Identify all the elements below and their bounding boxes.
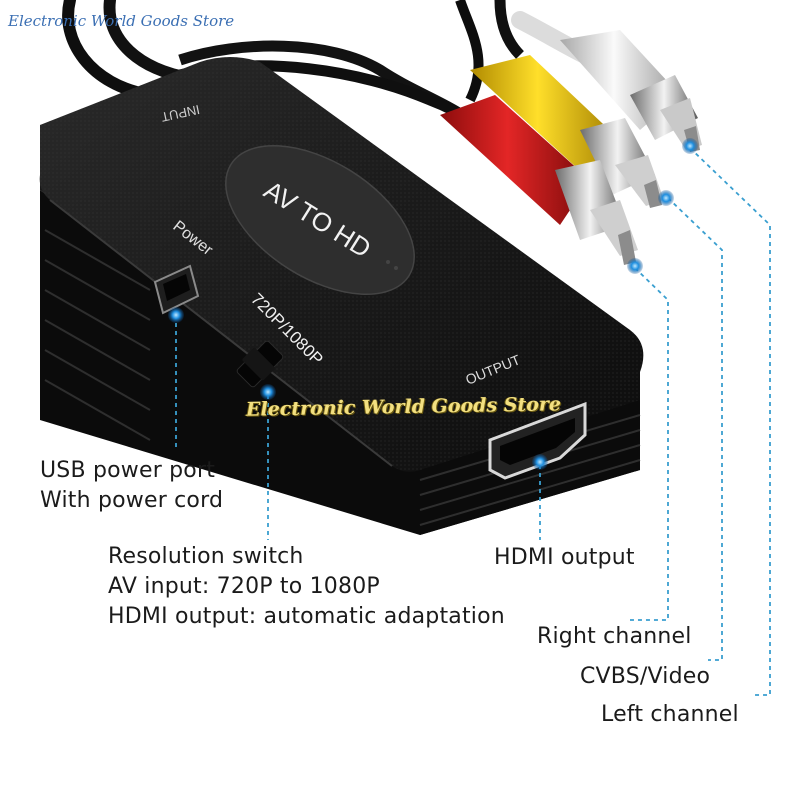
rca-plug-red	[440, 95, 638, 265]
resolution-switch-label: Resolution switch	[108, 544, 304, 569]
usb-port-label: USB power port	[40, 458, 216, 483]
hdmi-output-label: HDMI output	[494, 545, 635, 570]
cvbs-video-label: CVBS/Video	[580, 664, 711, 689]
leader-lines	[175, 147, 771, 696]
right-channel-label: Right channel	[537, 624, 692, 649]
av-input-label: AV input: 720P to 1080P	[108, 574, 380, 599]
callout-dots	[168, 138, 698, 470]
usb-cord-label: With power cord	[40, 488, 224, 513]
rca-plug-white	[511, 11, 702, 152]
rca-plug-yellow	[470, 55, 664, 208]
converter-box	[39, 57, 644, 535]
watermark-top: Electronic World Goods Store	[8, 12, 235, 30]
left-channel-label: Left channel	[601, 702, 739, 727]
hdmi-adaptation-label: HDMI output: automatic adaptation	[108, 604, 505, 629]
